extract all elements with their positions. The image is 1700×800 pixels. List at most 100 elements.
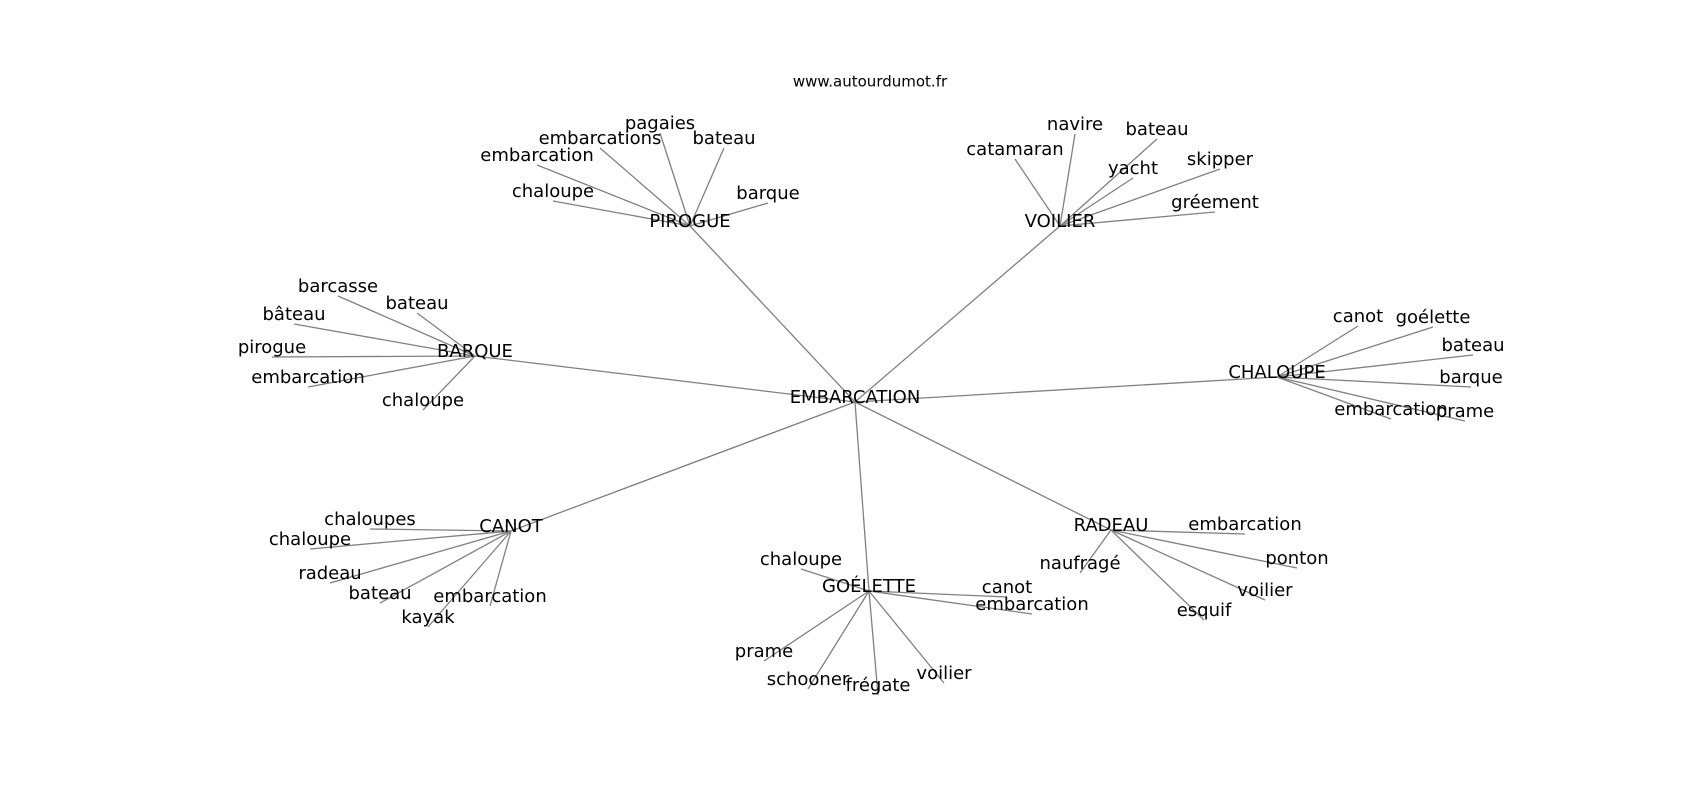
leaf-node-canot-5: kayak [401, 607, 455, 628]
cluster-node-radeau: RADEAU [1074, 515, 1149, 536]
leaf-node-pirogue-2: bateau [692, 128, 755, 149]
leaf-node-barque-0: barcasse [298, 276, 378, 297]
edge-radeau-leaf-3 [1110, 529, 1266, 601]
edge-voilier-leaf-3 [1059, 177, 1134, 227]
leaf-node-pirogue-4: chaloupe [512, 181, 594, 202]
edge-chaloupe-leaf-3 [1276, 376, 1472, 388]
edge-chaloupe-leaf-1 [1276, 326, 1434, 378]
edge-canot-leaf-2 [329, 530, 512, 584]
leaf-node-pirogue-0: pagaies [625, 113, 695, 134]
leaf-node-canot-3: bateau [348, 583, 411, 604]
edge-canot-leaf-0 [369, 528, 512, 532]
edge-chaloupe-leaf-2 [1276, 354, 1474, 378]
edge-radeau-leaf-0 [1110, 529, 1246, 535]
edge-center-goelette [854, 401, 870, 592]
edge-barque-leaf-3 [271, 355, 476, 358]
cluster-node-voilier: VOILIER [1025, 211, 1096, 232]
edge-goelette-leaf-0 [800, 568, 870, 592]
site-watermark: www.autourdumot.fr [793, 73, 948, 91]
leaf-node-chaloupe-4: embarcation [1334, 399, 1447, 420]
leaf-node-voilier-3: yacht [1108, 158, 1158, 179]
edge-voilier-leaf-1 [1059, 138, 1158, 227]
edges-layer [271, 132, 1474, 696]
edge-canot-leaf-1 [309, 530, 512, 550]
edge-chaloupe-leaf-4 [1276, 376, 1392, 420]
edge-goelette-leaf-3 [763, 590, 870, 662]
leaf-node-goelette-2: embarcation [975, 594, 1088, 615]
leaf-node-voilier-0: navire [1047, 114, 1103, 135]
leaf-node-canot-4: embarcation [433, 586, 546, 607]
edge-chaloupe-leaf-0 [1276, 325, 1359, 378]
edge-barque-leaf-5 [422, 355, 476, 411]
leaf-node-chaloupe-0: canot [1333, 306, 1383, 327]
leaf-node-voilier-1: bateau [1125, 119, 1188, 140]
leaf-node-chaloupe-1: goélette [1396, 307, 1471, 328]
edge-center-canot [510, 401, 856, 532]
edge-barque-leaf-2 [293, 323, 476, 357]
leaf-node-pirogue-1: embarcations [539, 128, 662, 149]
leaf-node-barque-4: embarcation [251, 367, 364, 388]
edge-voilier-leaf-5 [1059, 211, 1216, 227]
leaf-node-chaloupe-5: prame [1436, 401, 1494, 422]
edge-voilier-leaf-0 [1059, 133, 1076, 227]
edge-center-radeau [854, 401, 1112, 531]
edge-pirogue-leaf-3 [536, 164, 691, 227]
leaf-node-voilier-4: skipper [1187, 149, 1254, 170]
leaf-node-barque-3: pirogue [238, 337, 306, 358]
edge-canot-leaf-5 [427, 530, 512, 628]
leaf-node-pirogue-3: embarcation [480, 145, 593, 166]
cluster-node-goelette: GOÉLETTE [822, 575, 916, 597]
edge-barque-leaf-4 [307, 355, 476, 388]
edge-center-chaloupe [854, 376, 1278, 403]
leaf-node-canot-0: chaloupes [324, 509, 416, 530]
edge-goelette-leaf-2 [868, 590, 1033, 615]
edge-pirogue-leaf-1 [599, 147, 691, 227]
edge-barque-leaf-0 [337, 295, 476, 357]
edge-goelette-leaf-5 [868, 590, 879, 696]
edge-center-voilier [854, 225, 1061, 403]
leaf-node-goelette-6: voilier [916, 663, 972, 684]
leaf-node-canot-1: chaloupe [269, 529, 351, 550]
cluster-node-chaloupe: CHALOUPE [1228, 362, 1325, 383]
edge-voilier-leaf-2 [1014, 158, 1061, 227]
edge-pirogue-leaf-0 [659, 132, 691, 227]
edge-canot-leaf-4 [489, 530, 512, 607]
edge-pirogue-leaf-4 [552, 200, 691, 227]
leaf-node-radeau-4: esquif [1177, 600, 1232, 621]
edge-goelette-leaf-4 [807, 590, 870, 690]
edge-canot-leaf-3 [379, 530, 512, 604]
edge-chaloupe-leaf-5 [1276, 376, 1466, 422]
edge-voilier-leaf-4 [1059, 168, 1221, 227]
edge-goelette-leaf-1 [868, 590, 1008, 598]
center-node-label: EMBARCATION [790, 387, 921, 408]
edge-pirogue-leaf-2 [689, 147, 725, 227]
leaf-node-radeau-1: naufragé [1039, 553, 1120, 574]
leaf-node-goelette-3: prame [735, 641, 793, 662]
leaf-node-radeau-0: embarcation [1188, 514, 1301, 535]
edge-radeau-leaf-1 [1079, 529, 1112, 574]
leaf-node-canot-2: radeau [298, 563, 361, 584]
leaf-node-barque-1: bateau [385, 293, 448, 314]
leaf-node-radeau-2: ponton [1265, 548, 1328, 569]
leaf-node-goelette-1: canot [982, 577, 1032, 598]
cluster-node-canot: CANOT [479, 516, 544, 537]
leaf-node-pirogue-5: barque [736, 183, 799, 204]
leaf-node-goelette-4: schooner [767, 669, 850, 690]
leaf-node-barque-5: chaloupe [382, 390, 464, 411]
edge-center-pirogue [689, 225, 856, 403]
edge-radeau-leaf-4 [1110, 529, 1205, 621]
leaf-node-voilier-5: gréement [1171, 192, 1259, 213]
leaf-node-goelette-0: chaloupe [760, 549, 842, 570]
cluster-node-pirogue: PIROGUE [649, 211, 730, 232]
leaf-node-chaloupe-2: bateau [1441, 335, 1504, 356]
leaf-node-barque-2: bâteau [262, 304, 325, 325]
cluster-node-barque: BARQUE [437, 341, 513, 362]
leaf-node-voilier-2: catamaran [966, 139, 1063, 160]
leaf-node-goelette-5: frégate [845, 675, 910, 696]
edge-radeau-leaf-2 [1110, 529, 1298, 569]
edge-barque-leaf-1 [416, 312, 476, 357]
edge-pirogue-leaf-5 [689, 202, 769, 227]
leaf-node-radeau-3: voilier [1237, 580, 1293, 601]
